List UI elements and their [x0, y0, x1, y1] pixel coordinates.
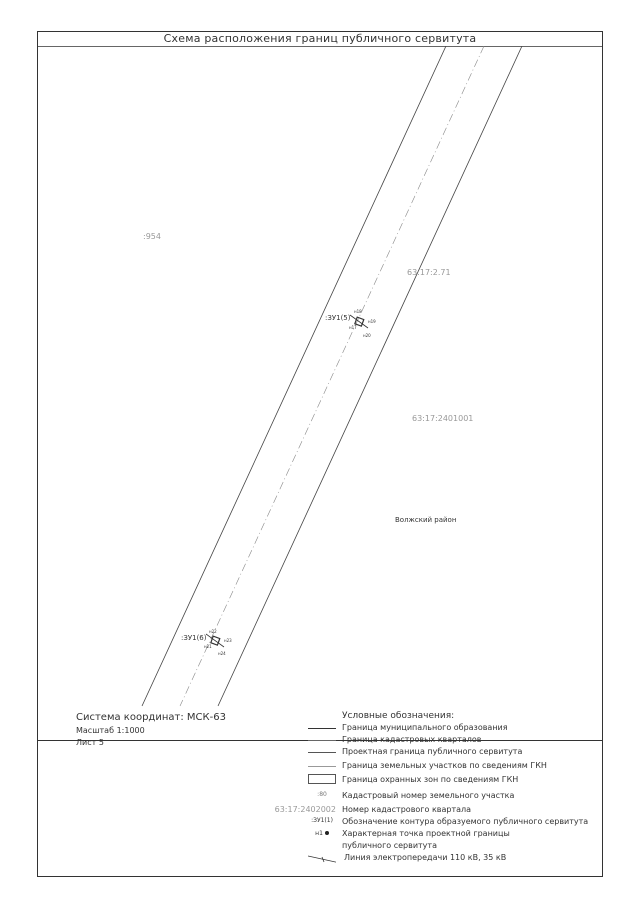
quarter-label-a: 63:17:2.71 [407, 268, 451, 277]
legend-text: Линия электропередачи 110 кВ, 35 кВ [344, 853, 507, 862]
legend-title: Условные обозначения: [342, 711, 455, 721]
legend-text: Проектная граница публичного сервитута [342, 747, 523, 756]
map-area: :954 63:17:2.71 63:17:2401001 Волжский р… [38, 46, 602, 741]
protection-zone-symbol [308, 774, 336, 784]
contour-5-marker [349, 314, 369, 329]
scale-text: Масштаб 1:1000 [76, 726, 145, 735]
contour-label-6: :ЗУ1(6) [181, 634, 207, 642]
parcel-number-symbol: :80 [317, 791, 327, 798]
point-label-n18: н18 [354, 309, 362, 314]
map-title: Схема расположения границ публичного сер… [38, 32, 602, 47]
contour-label-5: :ЗУ1(5) [325, 314, 351, 322]
point-label-n21: н21 [204, 644, 212, 649]
point-label-n24: н24 [218, 651, 226, 656]
point-label-n22: н22 [209, 629, 217, 634]
parcel-label-954: :954 [143, 232, 161, 241]
corridor-boundary-right [217, 46, 523, 707]
quarter-number-symbol: 63:17:2402002 [274, 805, 336, 814]
quarter-boundary-symbol [308, 740, 336, 741]
municipal-boundary-symbol [308, 728, 336, 729]
legend-text: Кадастровый номер земельного участка [342, 791, 515, 800]
power-line [179, 46, 485, 707]
legend-text: Характерная точка проектной границы [342, 829, 510, 838]
legend-text: Граница охранных зон по сведениям ГКН [342, 775, 519, 784]
legend-text: публичного сервитута [342, 841, 437, 850]
sheet-number-text: Лист 5 [76, 738, 104, 747]
legend-text: Граница кадастровых кварталов [342, 735, 482, 744]
legend-text: Граница земельных участков по сведениям … [342, 761, 547, 770]
district-label: Волжский район [395, 516, 457, 524]
characteristic-point-symbol: н1 [308, 830, 336, 837]
power-line-symbol [308, 855, 336, 863]
contour-6-marker [205, 633, 225, 648]
contour-designation-symbol: :ЗУ1(1) [311, 817, 333, 824]
point-dot-icon [324, 831, 329, 835]
legend-text: Граница муниципального образования [342, 723, 508, 732]
coord-system-text: Система координат: МСК-63 [76, 712, 226, 723]
servitude-boundary-symbol [308, 752, 336, 753]
legend-text: Обозначение контура образуемого публично… [342, 817, 589, 826]
map-sheet: Схема расположения границ публичного сер… [37, 31, 603, 877]
point-label-n17: н17 [349, 325, 357, 330]
point-label-n20: н20 [363, 333, 371, 338]
point-label-symbol-text: н1 [315, 830, 323, 837]
legend-text: Номер кадастрового квартала [342, 805, 472, 814]
point-label-n19: н19 [368, 319, 376, 324]
parcel-boundary-symbol [308, 766, 336, 767]
point-label-n23: н23 [224, 638, 232, 643]
quarter-label-b: 63:17:2401001 [412, 414, 474, 423]
map-drawing [141, 46, 523, 707]
corridor-boundary-left [141, 46, 447, 707]
